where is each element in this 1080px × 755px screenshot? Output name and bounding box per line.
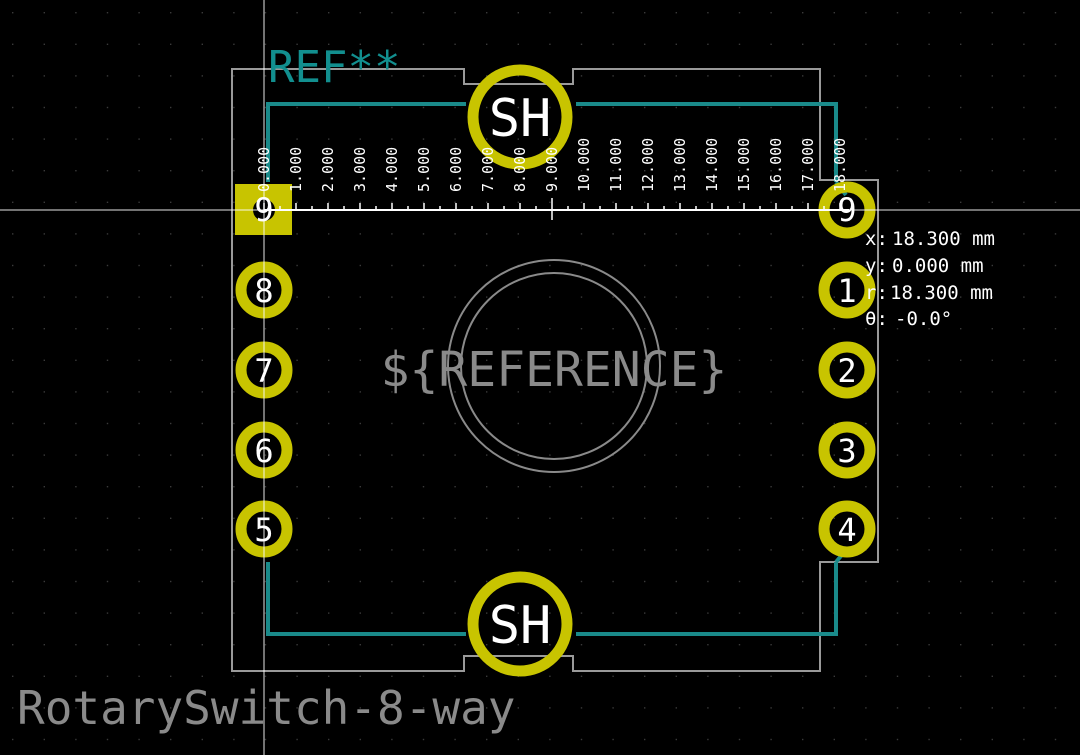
right-pad[interactable]: 1: [818, 261, 876, 319]
readout-r-label: r:: [865, 282, 888, 304]
shield-pad-top-label: SH: [489, 89, 552, 149]
shield-pad-bottom[interactable]: SH: [467, 571, 573, 677]
ruler-tick-label: 17.000: [799, 138, 817, 192]
readout-theta-label: θ:: [865, 308, 888, 330]
readout-y-value: 0.000 mm: [892, 255, 984, 277]
knob-inner-circle: [460, 272, 648, 460]
right-pad-column: 9 1 2 3 4: [818, 181, 876, 558]
ruler-tick-label: 16.000: [767, 138, 785, 192]
right-pad-label: 3: [837, 432, 856, 470]
right-pad-label: 1: [837, 272, 856, 310]
right-pad-label: 4: [837, 511, 856, 549]
silkscreen-bottom-left: [266, 562, 466, 636]
ruler-tick-label: 2.000: [319, 147, 337, 192]
right-pad[interactable]: 4: [818, 500, 876, 558]
ruler-tick-label: 1.000: [287, 147, 305, 192]
silkscreen-top-left: [266, 102, 466, 182]
shield-pad-bottom-label: SH: [489, 596, 552, 656]
ruler-tick-label: 7.000: [479, 147, 497, 192]
ruler-tick-label: 6.000: [447, 147, 465, 192]
ruler-tick-label: 12.000: [639, 138, 657, 192]
readout-theta-value: -0.0°: [895, 308, 952, 330]
ruler-tick-label: 3.000: [351, 147, 369, 192]
ruler-tick-label: 13.000: [671, 138, 689, 192]
readout-y-label: y:: [865, 255, 888, 277]
ruler-tick-label: 18.000: [831, 138, 849, 192]
measurement-readout: x: 18.300 mm y: 0.000 mm r: 18.300 mm θ:…: [865, 228, 995, 330]
ruler-tick-label: 10.000: [575, 138, 593, 192]
courtyard-outline: [231, 68, 879, 672]
silkscreen-top-right: [576, 102, 838, 182]
measure-ruler: 0.000 1.000 2.000 3.000 4.000 5.000 6.000 7.000…: [255, 138, 849, 220]
ruler-tick-label: 0.000: [255, 147, 273, 192]
ruler-tick-label: 11.000: [607, 138, 625, 192]
ruler-tick-label: 4.000: [383, 147, 401, 192]
fab-reference-text: ${REFERENCE}: [381, 342, 728, 398]
readout-x-label: x:: [865, 228, 888, 250]
ruler-tick-label: 9.000: [543, 147, 561, 192]
readout-r-value: 18.300 mm: [890, 282, 993, 304]
ruler-tick-label: 15.000: [735, 138, 753, 192]
right-pad[interactable]: 3: [818, 421, 876, 479]
grid: [12, 12, 1057, 741]
ruler-tick-label: 5.000: [415, 147, 433, 192]
shield-pad-top[interactable]: SH: [467, 64, 573, 170]
footprint-name: RotarySwitch-8-way: [17, 681, 516, 735]
readout-x-value: 18.300 mm: [892, 228, 995, 250]
silk-reference-text: REF**: [268, 42, 400, 93]
right-pad-label: 2: [837, 352, 856, 390]
silkscreen-bottom-right: [576, 562, 838, 636]
right-pad[interactable]: 2: [818, 341, 876, 399]
knob-outer-circle: [447, 259, 661, 473]
ruler-tick-label: 14.000: [703, 138, 721, 192]
ruler-tick-label: 8.000: [511, 147, 529, 192]
